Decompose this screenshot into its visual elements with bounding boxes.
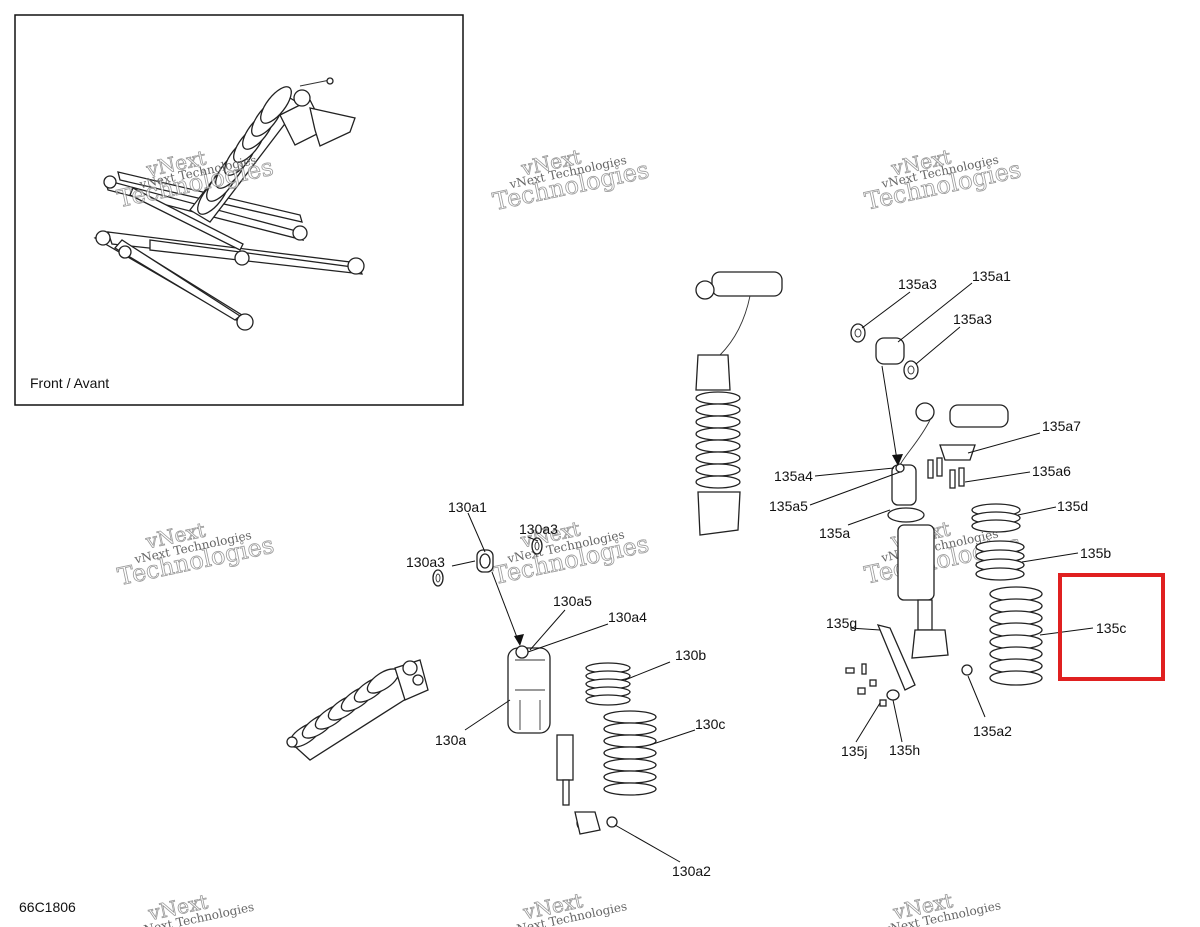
part-135a7-reservoir [899,402,1009,466]
callout-135a3-top: 135a3 [898,276,937,292]
callout-135a6: 135a6 [1032,463,1071,479]
watermark-2: vNext Technologies vNext Technologies [490,144,652,216]
part-135d-spring [971,503,1021,533]
part-135c-spring [989,586,1043,686]
callout-130a4: 130a4 [608,609,647,625]
callout-130a1: 130a1 [448,499,487,515]
leader-lines [451,282,1094,863]
callout-130b: 130b [675,647,706,663]
part-135a2-bolt [961,664,973,676]
callout-135a3-right: 135a3 [953,311,992,327]
watermark-7: vNext vNext Technologies [135,889,255,927]
callout-135a7: 135a7 [1042,418,1081,434]
callout-130a2: 130a2 [672,863,711,879]
callout-135h: 135h [889,742,920,758]
part-135a-shock-absorber [887,463,949,659]
part-135a1-bushing [875,337,905,365]
inset-panel: Front / Avant [14,14,464,406]
part-135a3-washer-right [903,360,919,380]
middle-assembled-shock-illustration [695,271,783,536]
part-130a1-bushing [476,549,494,573]
watermark-3: vNext Technologies vNext Technologies [862,144,1024,216]
callout-135b: 135b [1080,545,1111,561]
part-130a3-washer-left [432,569,444,587]
callout-130a: 130a [435,732,466,748]
callout-130a3-left: 130a3 [406,554,445,570]
part-130a3-washer-right [531,537,543,555]
callout-135c: 135c [1096,620,1126,636]
front-suspension-assembly-illustration [93,77,365,331]
callout-135g: 135g [826,615,857,631]
left-assembled-shock-illustration [286,659,429,761]
part-135a3-washer-top [850,323,866,343]
callout-135j: 135j [841,743,867,759]
part-130a-shock-absorber [507,645,601,835]
part-135b-spring [975,540,1025,581]
callout-135d: 135d [1057,498,1088,514]
callout-labels: 130a1 130a3 130a3 130a5 130a4 130a 130b … [406,268,1126,879]
part-135h-washer [886,689,900,701]
part-130a2-bolt [606,816,618,828]
part-130b-spring [585,662,631,706]
part-135g-bracket [876,624,916,691]
callout-135a4: 135a4 [774,468,813,484]
watermark-5: vNext Technologies vNext Technologies [490,516,652,590]
watermark-4: vNext Technologies vNext Technologies [115,517,277,591]
callout-135a: 135a [819,525,850,541]
part-135j-screws [845,663,887,707]
part-130c-spring [603,710,657,796]
highlight-box-135c [1058,573,1165,681]
diagram-code: 66C1806 [19,899,76,915]
watermark-9: vNext vNext Technologies [882,888,1002,927]
part-135a6-pins [927,457,965,489]
callout-130a3-right: 130a3 [519,521,558,537]
watermark-8: vNext vNext Technologies [508,888,628,927]
inset-shock-spring [197,86,292,215]
callout-135a5: 135a5 [769,498,808,514]
callout-130c: 130c [695,716,725,732]
callout-135a2: 135a2 [973,723,1012,739]
callout-135a1: 135a1 [972,268,1011,284]
callout-130a5: 130a5 [553,593,592,609]
inset-caption: Front / Avant [30,375,109,391]
